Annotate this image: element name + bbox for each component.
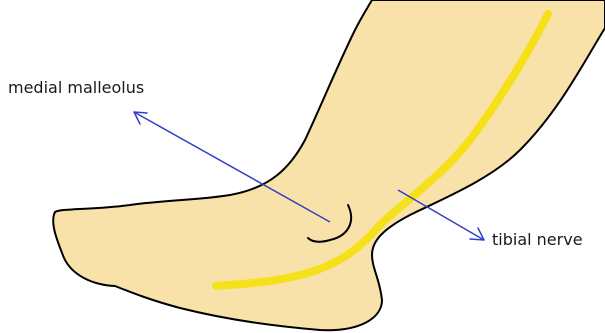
foot-outline — [53, 0, 605, 330]
tibial-nerve-label: tibial nerve — [492, 232, 583, 248]
medial-malleolus-label: medial malleolus — [8, 80, 144, 96]
